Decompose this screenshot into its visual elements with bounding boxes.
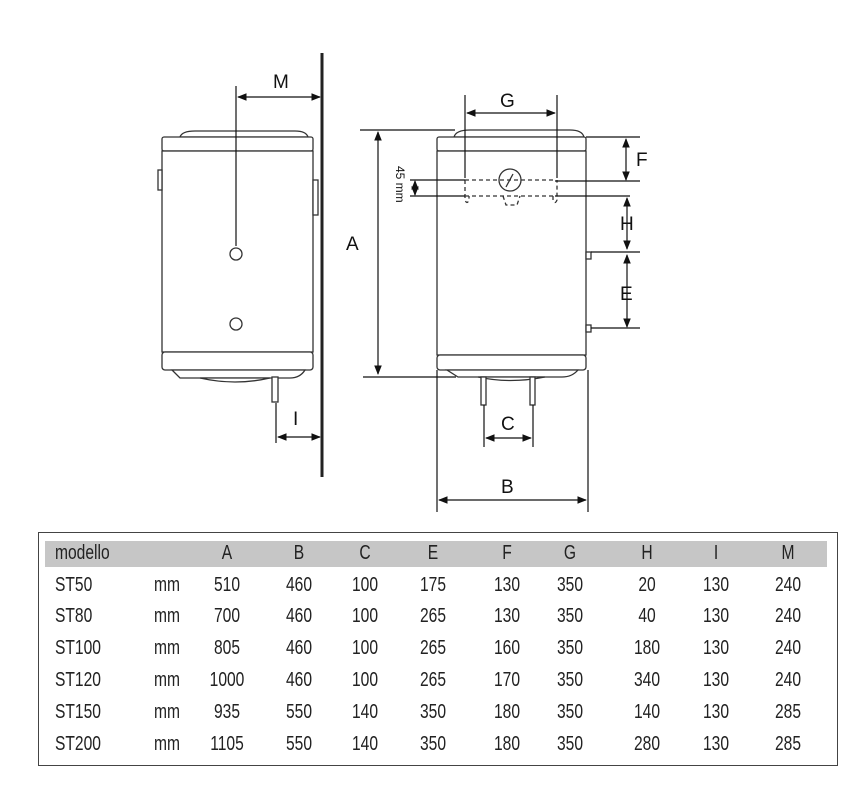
table-header-row xyxy=(45,541,827,567)
dim-label-I: I xyxy=(293,409,298,430)
dim-label-E: E xyxy=(620,284,633,305)
table-cell: 240 xyxy=(774,605,802,627)
table-cell: 460 xyxy=(285,605,313,627)
table-cell: 510 xyxy=(213,574,241,596)
model-name-cell: ST150 xyxy=(55,701,101,723)
dimensions-table: modello A B C E F G H I M ST50 mm 510 460 100 175 130 350… xyxy=(38,532,838,766)
table-cell: mm xyxy=(154,605,180,627)
table-cell: 140 xyxy=(351,733,379,755)
table-cell: 285 xyxy=(774,733,802,755)
table-header-cell: modello xyxy=(55,542,110,564)
table-cell: 350 xyxy=(556,701,584,723)
table-cell: 240 xyxy=(774,574,802,596)
table-cell: 130 xyxy=(702,605,730,627)
table-cell: 240 xyxy=(774,669,802,691)
model-name-cell: ST80 xyxy=(55,605,93,627)
table-cell: 350 xyxy=(556,733,584,755)
table-cell: 130 xyxy=(702,669,730,691)
table-cell: 350 xyxy=(556,574,584,596)
table-cell: 180 xyxy=(493,701,521,723)
table-cell: 20 xyxy=(638,574,656,596)
table-header-cell: B xyxy=(293,542,305,564)
table-cell: 160 xyxy=(493,637,521,659)
table-cell: 700 xyxy=(213,605,241,627)
table-header-cell: E xyxy=(427,542,439,564)
table-cell: 130 xyxy=(702,733,730,755)
table-cell: 265 xyxy=(419,605,447,627)
table-cell: 280 xyxy=(633,733,661,755)
model-name-cell: ST50 xyxy=(55,574,93,596)
dim-label-B: B xyxy=(501,477,514,498)
table-cell: 170 xyxy=(493,669,521,691)
table-cell: 350 xyxy=(556,637,584,659)
table-cell: 460 xyxy=(285,574,313,596)
table-cell: 130 xyxy=(702,574,730,596)
table-header-cell: H xyxy=(641,542,653,564)
model-name-cell: ST200 xyxy=(55,733,101,755)
table-header-cell: C xyxy=(359,542,371,564)
table-cell: mm xyxy=(154,669,180,691)
dim-label-C: C xyxy=(501,414,515,435)
table-cell: 180 xyxy=(493,733,521,755)
dim-label-45mm: 45 mm xyxy=(393,166,407,203)
table-header-cell: M xyxy=(781,542,795,564)
table-header-cell: G xyxy=(563,542,577,564)
table-cell: 100 xyxy=(351,637,379,659)
table-cell: mm xyxy=(154,574,180,596)
dim-label-F: F xyxy=(636,150,648,171)
water-heater-dimension-diagram: M I A G F H E C B 45 mm xyxy=(157,53,648,512)
table-cell: 100 xyxy=(351,605,379,627)
table-cell: 100 xyxy=(351,669,379,691)
table-header-cell: I xyxy=(713,542,719,564)
table-cell: 340 xyxy=(633,669,661,691)
table-cell: mm xyxy=(154,733,180,755)
table-cell: mm xyxy=(154,637,180,659)
table-cell: 1105 xyxy=(210,733,244,755)
table-cell: 1000 xyxy=(209,669,245,691)
table-cell: 140 xyxy=(633,701,661,723)
side-view-tank xyxy=(157,130,319,403)
dim-label-G: G xyxy=(500,91,515,112)
table-cell: 130 xyxy=(493,574,521,596)
table-cell: 285 xyxy=(774,701,802,723)
table-cell: 350 xyxy=(556,669,584,691)
table-cell: 240 xyxy=(774,637,802,659)
model-name-cell: ST120 xyxy=(55,669,101,691)
dim-label-A: A xyxy=(346,234,359,255)
table-cell: 460 xyxy=(285,669,313,691)
front-view-tank xyxy=(436,129,592,406)
table-cell: 350 xyxy=(419,733,447,755)
dim-label-H: H xyxy=(620,214,634,235)
table-cell: 265 xyxy=(419,637,447,659)
table-cell: 140 xyxy=(351,701,379,723)
table-cell: 180 xyxy=(633,637,661,659)
dim-label-M: M xyxy=(273,72,289,93)
table-cell: 40 xyxy=(638,605,656,627)
model-name-cell: ST100 xyxy=(55,637,101,659)
table-header-cell: A xyxy=(221,542,233,564)
table-cell: 550 xyxy=(285,733,313,755)
table-header-cell: F xyxy=(502,542,512,564)
table-cell: 265 xyxy=(419,669,447,691)
table-cell: 805 xyxy=(213,637,241,659)
table-cell: 130 xyxy=(493,605,521,627)
table-cell: 130 xyxy=(702,637,730,659)
table-cell: 935 xyxy=(213,701,241,723)
table-cell: 130 xyxy=(702,701,730,723)
table-cell: 175 xyxy=(419,574,447,596)
table-cell: 100 xyxy=(351,574,379,596)
table-cell: 350 xyxy=(419,701,447,723)
table-cell: 350 xyxy=(556,605,584,627)
table-cell: mm xyxy=(154,701,180,723)
table-cell: 460 xyxy=(285,637,313,659)
table-cell: 550 xyxy=(285,701,313,723)
